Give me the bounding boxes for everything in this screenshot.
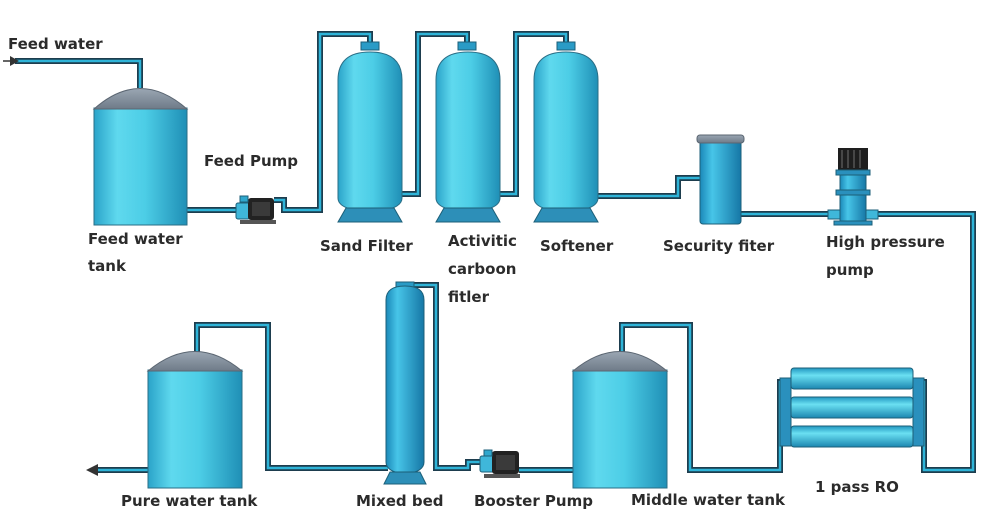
outlet-arrow-icon — [86, 464, 98, 476]
softener-to-security-pipe — [598, 175, 700, 199]
feed-pump-label: Feed Pump — [204, 152, 298, 170]
middle-water-tank-label: Middle water tank — [631, 491, 785, 509]
activated-carbon-label-line1: Activitic — [448, 232, 517, 250]
sand-filter-vessel — [337, 41, 403, 223]
softener-vessel — [533, 41, 599, 223]
feed-water-tank-label-line2: tank — [88, 257, 126, 275]
inlet-arrow-icon — [3, 56, 19, 66]
mixed-bed-label: Mixed bed — [356, 492, 444, 510]
feed-water-label: Feed water — [8, 35, 103, 53]
booster-pump-label: Booster Pump — [474, 492, 593, 510]
mixed-bed-vessel — [383, 281, 427, 485]
activated-carbon-label-line2: carboon — [448, 260, 517, 278]
pure-water-tank-label: Pure water tank — [121, 492, 258, 510]
feed-water-tank — [92, 88, 189, 226]
high-pressure-pump — [827, 148, 879, 226]
softener-label: Softener — [540, 237, 614, 255]
feed-inlet-pipe — [15, 58, 143, 88]
piping — [15, 31, 976, 473]
high-pressure-pump-label-line1: High pressure — [826, 233, 945, 251]
ro-membrane-unit — [779, 367, 925, 448]
pure-water-tank — [146, 351, 244, 489]
feed-pump — [235, 195, 276, 224]
ro-unit-label: 1 pass RO — [815, 478, 899, 496]
booster-pump — [479, 449, 520, 478]
security-filter-vessel — [696, 134, 745, 225]
feed-water-tank-label-line1: Feed water — [88, 230, 183, 248]
security-filter-label: Security fiter — [663, 237, 775, 255]
high-pressure-pump-label-line2: pump — [826, 261, 874, 279]
sand-filter-label: Sand Filter — [320, 237, 413, 255]
activated-carbon-label-line3: fitler — [448, 288, 490, 306]
activated-carbon-filter-vessel — [435, 41, 501, 223]
middle-water-tank — [571, 351, 669, 489]
